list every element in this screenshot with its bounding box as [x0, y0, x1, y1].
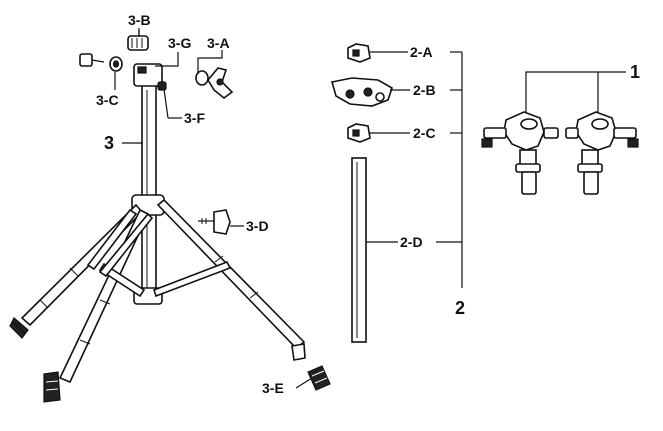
label-2: 2: [455, 298, 465, 318]
label-2b: 2-B: [413, 82, 436, 98]
label-3f: 3-F: [184, 110, 205, 126]
label-1: 1: [630, 62, 640, 82]
part-3b-cap: [127, 30, 149, 51]
part-2d-tube: [351, 157, 367, 343]
stand-foot-left: [9, 317, 29, 339]
label-2c: 2-C: [413, 125, 436, 141]
label-3g: 3-G: [168, 35, 191, 51]
label-2d: 2-D: [400, 234, 423, 250]
stand-foot-middle: [43, 371, 61, 403]
stand-foot-right: [291, 343, 331, 391]
tripod-stand: [9, 63, 331, 403]
label-3c: 3-C: [96, 92, 119, 108]
label-2a: 2-A: [410, 44, 433, 60]
assembled-holder-left: [481, 111, 559, 195]
part-2a-clamp: [347, 43, 371, 63]
label-3a: 3-A: [207, 35, 230, 51]
label-3d: 3-D: [246, 218, 269, 234]
part-3f-set-screw: [157, 81, 169, 119]
part-3d-wing-bolt: [198, 209, 231, 235]
part-2b-holder: [330, 77, 393, 107]
label-3b: 3-B: [128, 12, 151, 28]
part-2c-clamp: [347, 123, 371, 143]
label-3e: 3-E: [262, 380, 284, 396]
assembled-holder-right: [565, 111, 639, 195]
part-3a-wing-bolt: [195, 67, 234, 100]
part-3c-bolt-washer: [79, 53, 123, 90]
label-3: 3: [104, 133, 114, 153]
leader-lines: [122, 28, 626, 389]
